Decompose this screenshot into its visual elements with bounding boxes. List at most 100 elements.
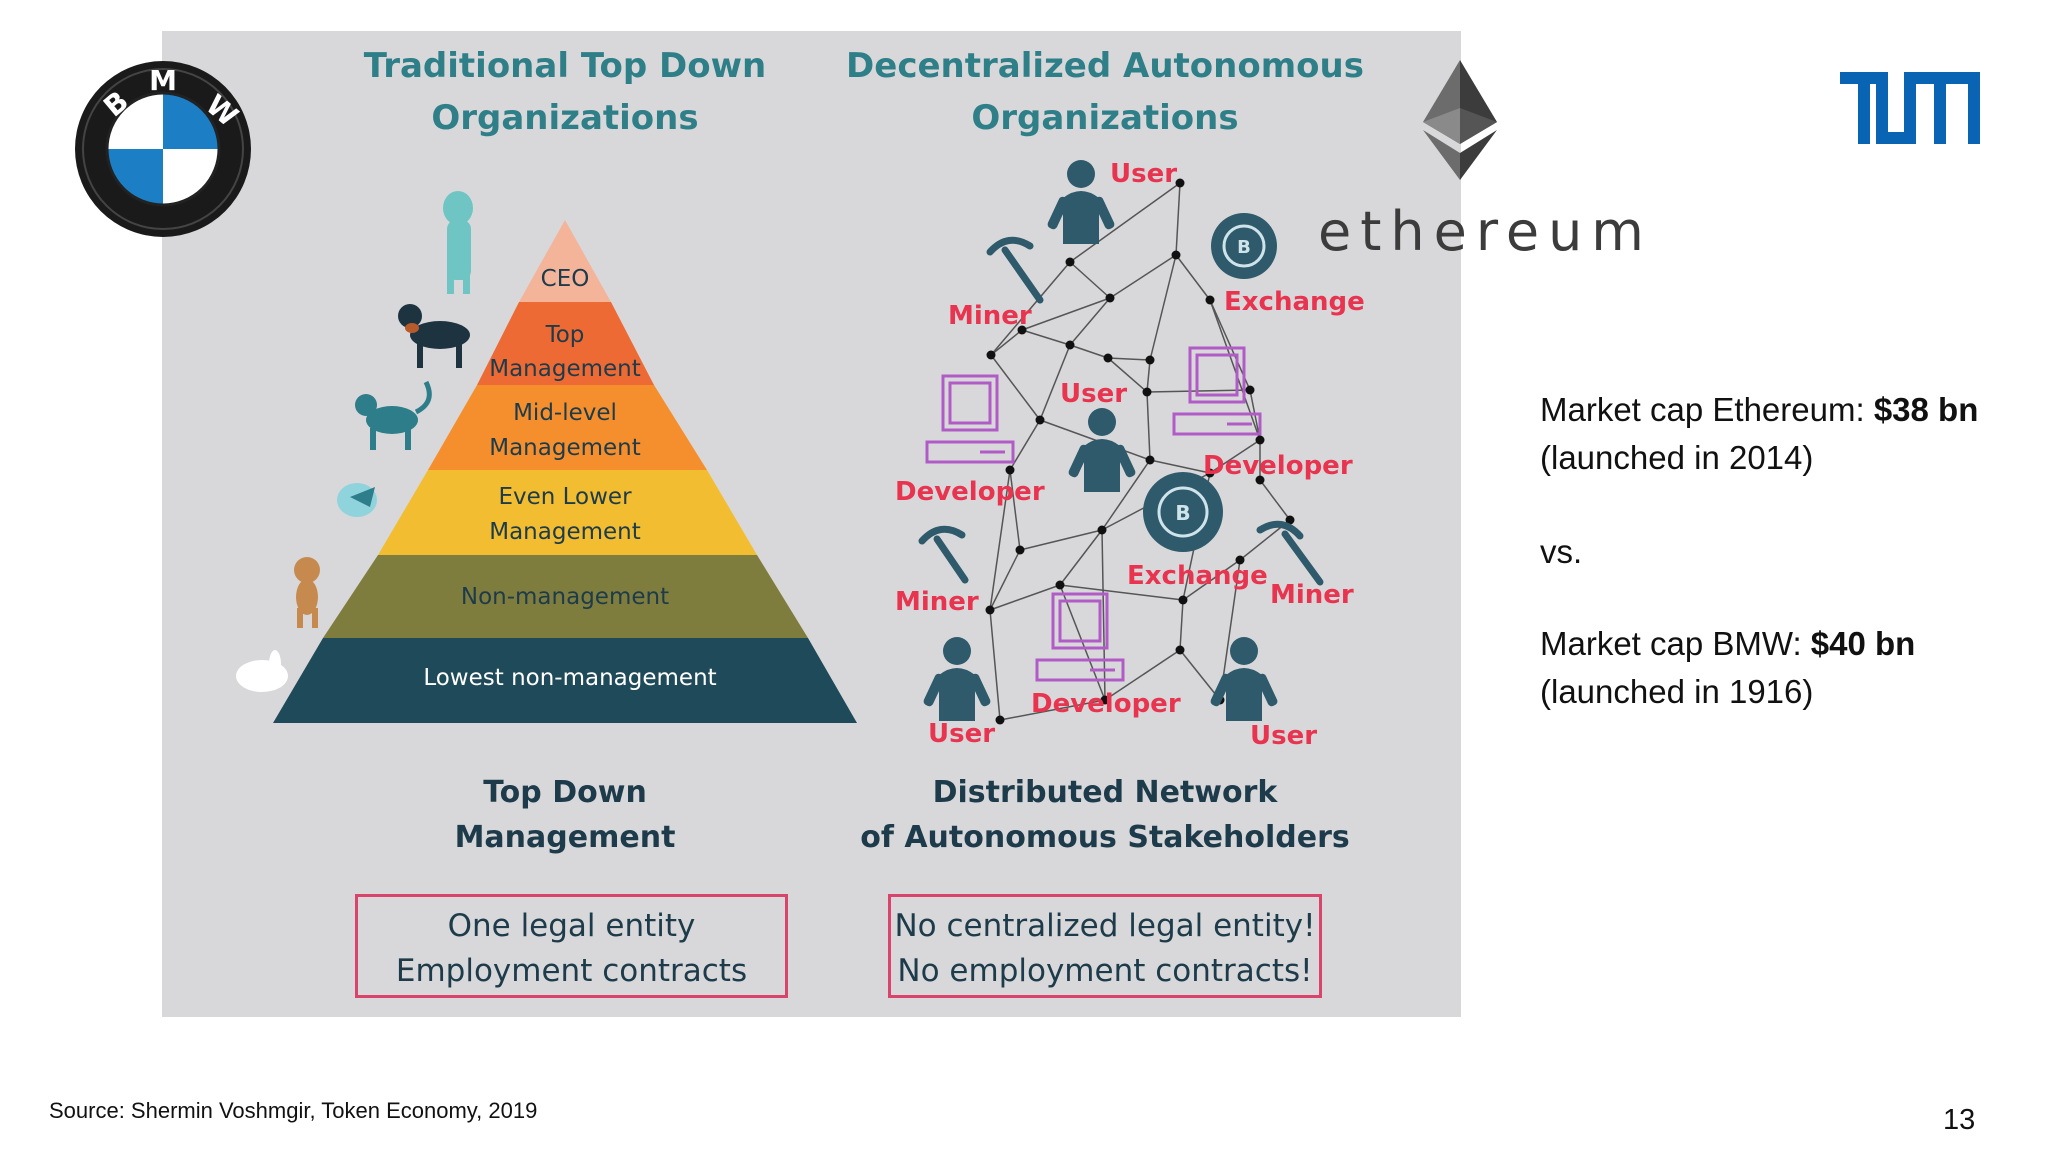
left-legal-box: One legal entity Employment contracts bbox=[355, 894, 788, 998]
network-edge bbox=[1039, 419, 1151, 461]
network-edge bbox=[1101, 459, 1151, 531]
user-icon bbox=[1210, 637, 1278, 721]
network-edge bbox=[1175, 182, 1181, 256]
network-label-exchange: Exchange bbox=[1224, 287, 1365, 317]
left-subtitle-line: Top Down bbox=[483, 775, 647, 810]
network-edge bbox=[1146, 359, 1151, 393]
network-node bbox=[1017, 325, 1027, 335]
network-edge bbox=[1149, 254, 1177, 361]
network-node bbox=[1205, 468, 1215, 478]
network-label-miner: Miner bbox=[1270, 580, 1354, 610]
bmw-logo: B M W bbox=[75, 61, 251, 237]
network-edge bbox=[989, 549, 1021, 611]
network-edge bbox=[1109, 254, 1177, 299]
network-node bbox=[1145, 355, 1155, 365]
right-box-line: No employment contracts! bbox=[897, 953, 1313, 989]
left-title-line: Organizations bbox=[431, 98, 699, 138]
network-edge bbox=[1019, 529, 1103, 551]
network-edge bbox=[1259, 479, 1291, 521]
left-title: Traditional Top Down Organizations bbox=[300, 40, 830, 144]
cat-icon bbox=[355, 380, 432, 450]
developer-computer-icon bbox=[1035, 592, 1125, 682]
right-title: Decentralized Autonomous Organizations bbox=[820, 40, 1390, 144]
network-node bbox=[1065, 340, 1075, 350]
developer-computer-icon bbox=[1172, 346, 1262, 436]
network-edge bbox=[1104, 649, 1181, 701]
network-node bbox=[1175, 645, 1185, 655]
network-edge bbox=[1179, 599, 1184, 651]
tum-logo bbox=[1840, 72, 1980, 144]
network-edge bbox=[1149, 459, 1211, 474]
right-subtitle-line: of Autonomous Stakeholders bbox=[860, 820, 1350, 855]
network-label-developer: Developer bbox=[1031, 689, 1181, 719]
network-edge bbox=[1021, 329, 1071, 346]
network-label-user: User bbox=[928, 719, 995, 749]
svg-text:B: B bbox=[1237, 237, 1251, 258]
network-edge bbox=[1107, 357, 1151, 361]
user-icon bbox=[923, 637, 991, 721]
network-label-miner: Miner bbox=[895, 587, 979, 617]
left-subtitle-line: Management bbox=[454, 820, 676, 855]
network-edge bbox=[1009, 469, 1021, 551]
miner-pickaxe-icon bbox=[1256, 520, 1324, 586]
left-subtitle: Top Down Management bbox=[360, 770, 770, 860]
network-edge bbox=[1059, 584, 1184, 601]
network-node bbox=[1035, 415, 1045, 425]
bird-icon bbox=[337, 483, 377, 517]
network-node bbox=[1175, 178, 1185, 188]
network-label-exchange: Exchange bbox=[1127, 561, 1268, 591]
network-edge bbox=[1209, 439, 1261, 474]
dog-icon bbox=[443, 191, 473, 294]
network-node bbox=[1100, 695, 1110, 705]
right-box-line: No centralized legal entity! bbox=[894, 908, 1316, 944]
network-node bbox=[1245, 385, 1255, 395]
network-node bbox=[1255, 435, 1265, 445]
network-edge bbox=[999, 699, 1106, 721]
network-label-user: User bbox=[1110, 159, 1177, 189]
pyramid-label: Management bbox=[489, 519, 641, 545]
network-node bbox=[985, 605, 995, 615]
network-edge bbox=[990, 329, 1023, 356]
right-legal-box: No centralized legal entity! No employme… bbox=[888, 894, 1322, 998]
bmw-letter: M bbox=[149, 64, 177, 97]
network-edge bbox=[989, 584, 1061, 611]
source-citation: Source: Shermin Voshmgir, Token Economy,… bbox=[49, 1098, 538, 1123]
network-node bbox=[1178, 595, 1188, 605]
network-edge bbox=[1021, 297, 1111, 331]
ethereum-wordmark: ethereum bbox=[1318, 200, 1653, 263]
pyramid-level-top-management bbox=[477, 302, 654, 385]
pyramid-label: CEO bbox=[541, 266, 590, 292]
bmw-market-cap: Market cap BMW: $40 bn bbox=[1540, 620, 1915, 668]
network-edge bbox=[1101, 529, 1106, 701]
pyramid-label: Mid-level bbox=[513, 400, 617, 426]
infographic-panel bbox=[162, 31, 1461, 1017]
developer-computer-icon bbox=[925, 374, 1015, 464]
ethereum-diamond-icon bbox=[1423, 60, 1497, 180]
exchange-icon: B bbox=[1143, 472, 1223, 552]
network-label-miner: Miner bbox=[948, 301, 1032, 331]
network-edge bbox=[1069, 297, 1111, 346]
network-node bbox=[1235, 555, 1245, 565]
pyramid-label: Management bbox=[489, 435, 641, 461]
network-edge bbox=[1179, 649, 1221, 701]
pyramid-level-mid-management bbox=[428, 385, 707, 470]
network-node bbox=[986, 350, 996, 360]
network-node bbox=[995, 715, 1005, 725]
rabbit-icon bbox=[236, 650, 288, 692]
left-title-line: Traditional Top Down bbox=[363, 46, 767, 86]
pyramid-level-lower-management bbox=[378, 470, 757, 555]
eth-market-value: $38 bn bbox=[1873, 391, 1979, 428]
eth-market-label: Market cap Ethereum: bbox=[1540, 391, 1874, 428]
monkey-icon bbox=[294, 557, 320, 628]
network-edge bbox=[1039, 344, 1071, 421]
bmw-market-value: $40 bn bbox=[1810, 625, 1916, 662]
network-node bbox=[1205, 295, 1215, 305]
network-edge bbox=[990, 261, 1071, 356]
ethereum-launch: (launched in 2014) bbox=[1540, 439, 1814, 476]
network-label-developer: Developer bbox=[895, 477, 1045, 507]
pyramid-label: Top bbox=[545, 322, 585, 348]
left-box-line: Employment contracts bbox=[395, 953, 748, 989]
